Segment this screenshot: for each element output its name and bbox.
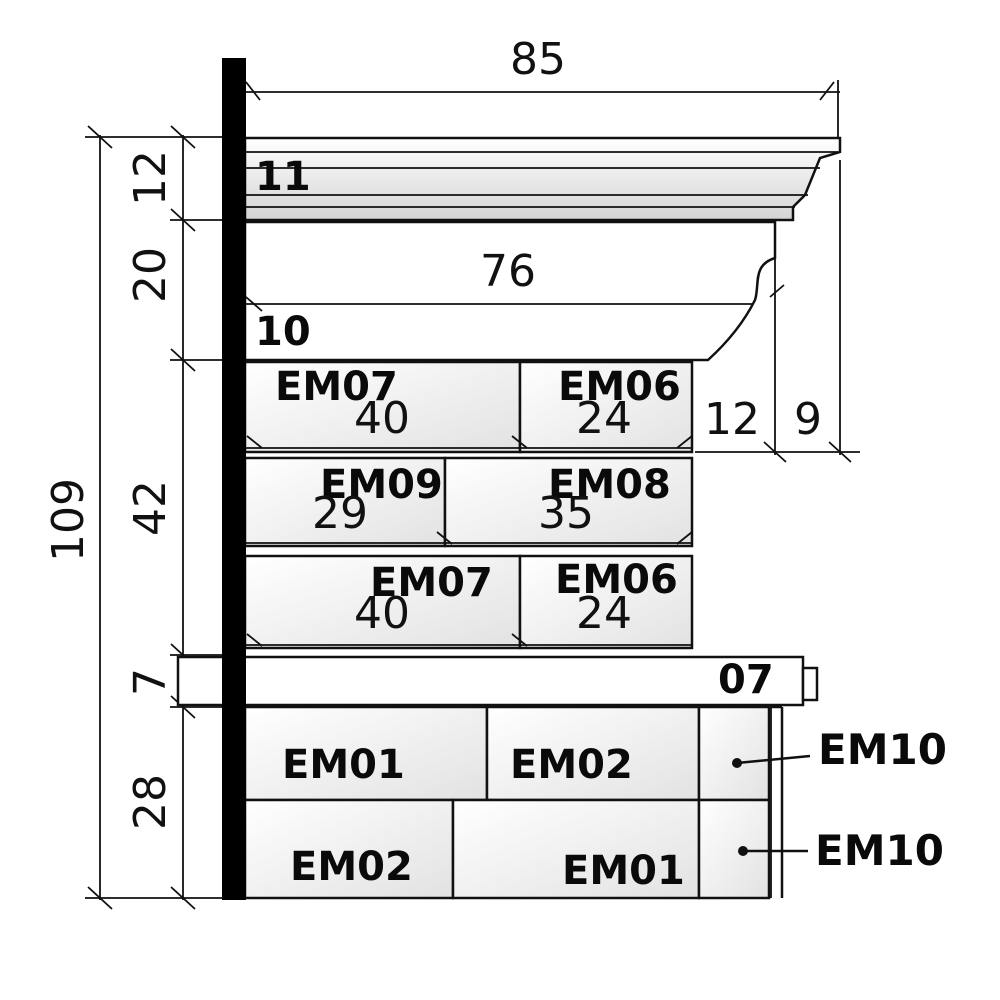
course3-right-width: 24 [576, 588, 632, 639]
dim-frieze-height: 20 [125, 247, 176, 303]
callout-top-label: EM10 [818, 725, 947, 774]
base-bottom-right-label: EM01 [562, 848, 685, 894]
frieze-block [243, 220, 785, 362]
base-top-right-label: EM02 [510, 742, 633, 788]
course1-right-label: EM06 [558, 364, 681, 410]
course1-right-width: 24 [576, 393, 632, 444]
course3-left-label: EM07 [370, 560, 493, 606]
callout-top-leader [736, 754, 811, 765]
course2-left-width: 29 [312, 488, 368, 539]
course3-left-width: 40 [354, 588, 410, 639]
dim-plinth-height: 7 [125, 668, 176, 696]
dim-setback-a: 12 [704, 394, 760, 445]
course1-right-block [518, 360, 694, 454]
dim-setback-b: 9 [794, 394, 822, 445]
base-top-left-label: EM01 [282, 742, 405, 788]
course2-left-label: EM09 [320, 462, 443, 508]
base-top-right-block [485, 705, 701, 802]
base-bottom-end-block [697, 798, 771, 900]
course1-left-label: EM07 [275, 364, 398, 410]
course2-right-block [443, 456, 694, 548]
dim-wall-height: 42 [125, 480, 176, 536]
callout-bottom-label: EM10 [815, 826, 944, 875]
plinth-nosing [801, 666, 819, 702]
plinth-label: 07 [718, 657, 774, 703]
base-bottom-left-label: EM02 [290, 844, 413, 890]
dim-overall-width: 85 [510, 34, 566, 85]
plinth-block [176, 655, 805, 707]
cornice-label: 11 [255, 154, 311, 200]
course2-left-block [243, 456, 447, 548]
dim-total-height: 109 [43, 478, 94, 562]
cornice-block [243, 136, 842, 222]
frieze-label: 10 [255, 309, 311, 355]
setback-dimension-lines [695, 160, 860, 463]
base-top-end-block [697, 705, 771, 802]
course1-left-block [243, 360, 522, 454]
dim-base-height: 28 [125, 774, 176, 830]
dim-cornice-width: 76 [480, 246, 536, 297]
course2-right-width: 35 [538, 488, 594, 539]
course2-right-label: EM08 [548, 462, 671, 508]
course3-left-block [243, 554, 522, 650]
top-dimension-line [240, 80, 840, 140]
course1-left-width: 40 [354, 393, 410, 444]
course3-right-label: EM06 [555, 557, 678, 603]
course3-right-block [518, 554, 694, 650]
wall-section [222, 58, 246, 900]
base-bottom-left-block [243, 798, 455, 900]
course-dimension-ticks [246, 435, 693, 647]
dim-cornice-height: 12 [125, 150, 176, 206]
base-top-left-block [243, 705, 489, 802]
